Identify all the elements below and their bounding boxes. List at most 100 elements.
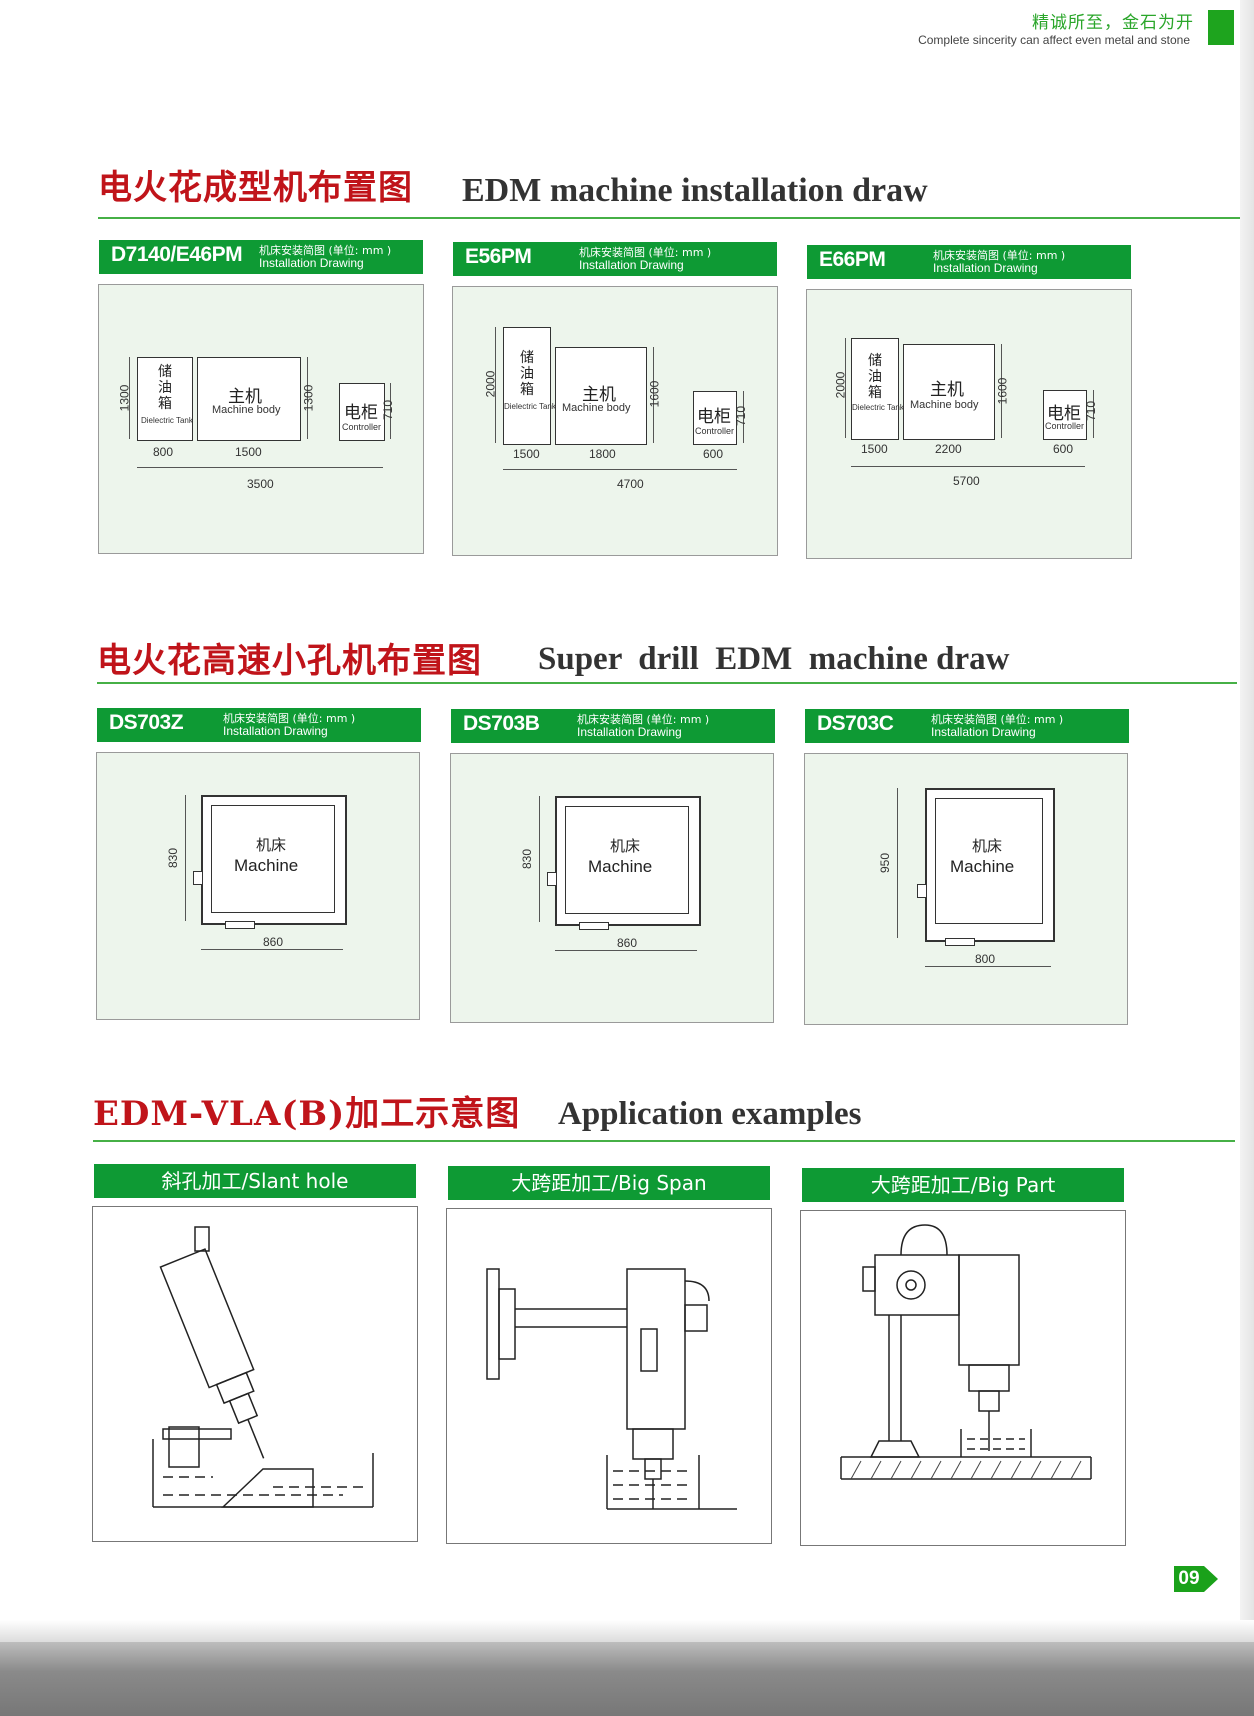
slant-hole-illustration (152, 1226, 374, 1508)
tank-char: 箱 (158, 396, 172, 412)
body-label-cn: 主机 (582, 385, 616, 405)
dim-width: 860 (617, 936, 638, 950)
tank-char: 储 (158, 364, 172, 380)
controller: 电柜 Controller (693, 391, 737, 445)
section3-title-en: Application examples (558, 1096, 862, 1132)
bottom-nub (945, 938, 975, 946)
dim-height-ctrl: 710 (1084, 400, 1099, 422)
dielectric-tank: 储 油 箱 Dielectric Tank (503, 327, 556, 445)
ctrl-label-cn: 电柜 (344, 403, 378, 423)
side-nub (193, 871, 203, 885)
tank-char: 箱 (868, 385, 882, 401)
dim-line (555, 950, 697, 951)
dim-width-total: 4700 (617, 477, 644, 491)
app-bar-big-span: 大跨距加工/Big Span (448, 1166, 770, 1200)
tank-char: 油 (868, 369, 882, 385)
dim-height-body: 1600 (647, 380, 662, 408)
dim-height-tank: 1300 (117, 384, 132, 412)
dim-line (307, 357, 308, 439)
side-nub (917, 884, 927, 898)
body-label-en: Machine body (212, 404, 281, 416)
bar-caption-cn: 机床安装简图 (单位: mm ) (577, 713, 710, 726)
tank-label: Dielectric Tank (141, 416, 193, 425)
app-panel-big-part (800, 1210, 1126, 1546)
tank-label: Dielectric Tank (852, 403, 904, 412)
body-label-en: Machine body (562, 402, 631, 414)
page-arrow-icon (1204, 1566, 1218, 1592)
machine-label-cn: 机床 (972, 837, 1003, 855)
dim-width-body: 1800 (589, 447, 616, 461)
dim-width-body: 2200 (935, 442, 962, 456)
section2-title-cn: 电火花高速小孔机布置图 (97, 641, 482, 681)
dim-line (129, 357, 130, 439)
machine-body: 主机 Machine body (197, 357, 301, 441)
dim-line (503, 469, 737, 470)
machine-outline: 机床 Machine (201, 795, 347, 925)
slogan-en: Complete sincerity can affect even metal… (918, 33, 1190, 47)
dim-line (897, 788, 898, 938)
app-bar-big-part: 大跨距加工/Big Part (802, 1168, 1124, 1202)
machine-inner: 机床 Machine (565, 806, 689, 914)
machine-label-cn: 机床 (256, 836, 287, 854)
dim-line (743, 391, 744, 443)
dim-width-ctrl: 600 (1053, 442, 1074, 456)
bar-caption-cn: 机床安装简图 (单位: mm ) (579, 246, 712, 259)
machine-inner: 机床 Machine (211, 805, 335, 913)
dim-height: 830 (520, 848, 535, 870)
section1-title-cn: 电火花成型机布置图 (98, 168, 413, 208)
big-span-illustration (486, 1268, 737, 1510)
dim-line (925, 966, 1051, 967)
model-bar-ds703z: DS703Z 机床安装简图 (单位: mm ) Installation Dra… (97, 708, 421, 742)
dim-line (185, 795, 186, 921)
app-panel-slant-hole (92, 1206, 418, 1542)
layout-panel-ds703c: 机床 Machine 950 800 (804, 753, 1128, 1025)
dim-line (390, 383, 391, 439)
body-label-cn: 主机 (228, 387, 262, 407)
model-bar-d7140: D7140/E46PM 机床安装简图 (单位: mm ) Installatio… (99, 240, 423, 274)
dim-height-body: 1300 (301, 384, 316, 412)
section2-title-en: Super drill EDM machine draw (538, 641, 1010, 677)
bar-caption-en: Installation Drawing (933, 261, 1038, 275)
dim-line (137, 467, 383, 468)
ctrl-label-cn: 电柜 (1047, 404, 1081, 424)
tank-char: 储 (868, 353, 882, 369)
dim-line (653, 347, 654, 443)
dim-height-tank: 2000 (833, 371, 848, 399)
app-panel-big-span (446, 1208, 772, 1544)
dim-height: 950 (878, 852, 893, 874)
dielectric-tank: 储 油 箱 Dielectric Tank (137, 357, 193, 441)
model-name: DS703Z (109, 711, 184, 734)
dim-width-tank: 1500 (513, 447, 540, 461)
dim-line (495, 327, 496, 443)
layout-panel-e66pm: 储 油 箱 Dielectric Tank 主机 Machine body 电柜… (806, 289, 1132, 559)
model-bar-ds703b: DS703B 机床安装简图 (单位: mm ) Installation Dra… (451, 709, 775, 743)
dim-height-tank: 2000 (483, 370, 498, 398)
tank-label: Dielectric Tank (504, 402, 556, 411)
model-name: E56PM (465, 245, 532, 268)
dim-width-tank: 1500 (861, 442, 888, 456)
dim-line (539, 796, 540, 922)
scanner-shadow (0, 1642, 1254, 1716)
tank-char: 储 (520, 350, 534, 366)
bar-caption-en: Installation Drawing (931, 725, 1036, 739)
model-name: D7140/E46PM (111, 243, 243, 266)
machine-label-en: Machine (588, 857, 653, 876)
layout-panel-e56pm: 储 油 箱 Dielectric Tank 主机 Machine body 电柜… (452, 286, 778, 556)
body-label-en: Machine body (910, 399, 979, 411)
dim-width-tank: 800 (153, 445, 174, 459)
dim-line (845, 338, 846, 438)
page-bottom-edge (0, 1620, 1254, 1644)
dim-height-ctrl: 710 (734, 405, 749, 427)
slogan-cn: 精诚所至，金石为开 (1032, 13, 1194, 33)
dim-height-ctrl: 710 (381, 399, 396, 421)
machine-outline: 机床 Machine (925, 788, 1055, 942)
section1-rule (98, 217, 1240, 219)
bar-caption-en: Installation Drawing (579, 258, 684, 272)
ctrl-label-en: Controller (342, 422, 382, 432)
bar-caption-en: Installation Drawing (259, 256, 364, 270)
dim-width-total: 5700 (953, 474, 980, 488)
bar-caption-en: Installation Drawing (577, 725, 682, 739)
section1-title-en: EDM machine installation draw (462, 172, 928, 209)
machine-body: 主机 Machine body (903, 344, 995, 440)
body-label-cn: 主机 (930, 380, 964, 400)
